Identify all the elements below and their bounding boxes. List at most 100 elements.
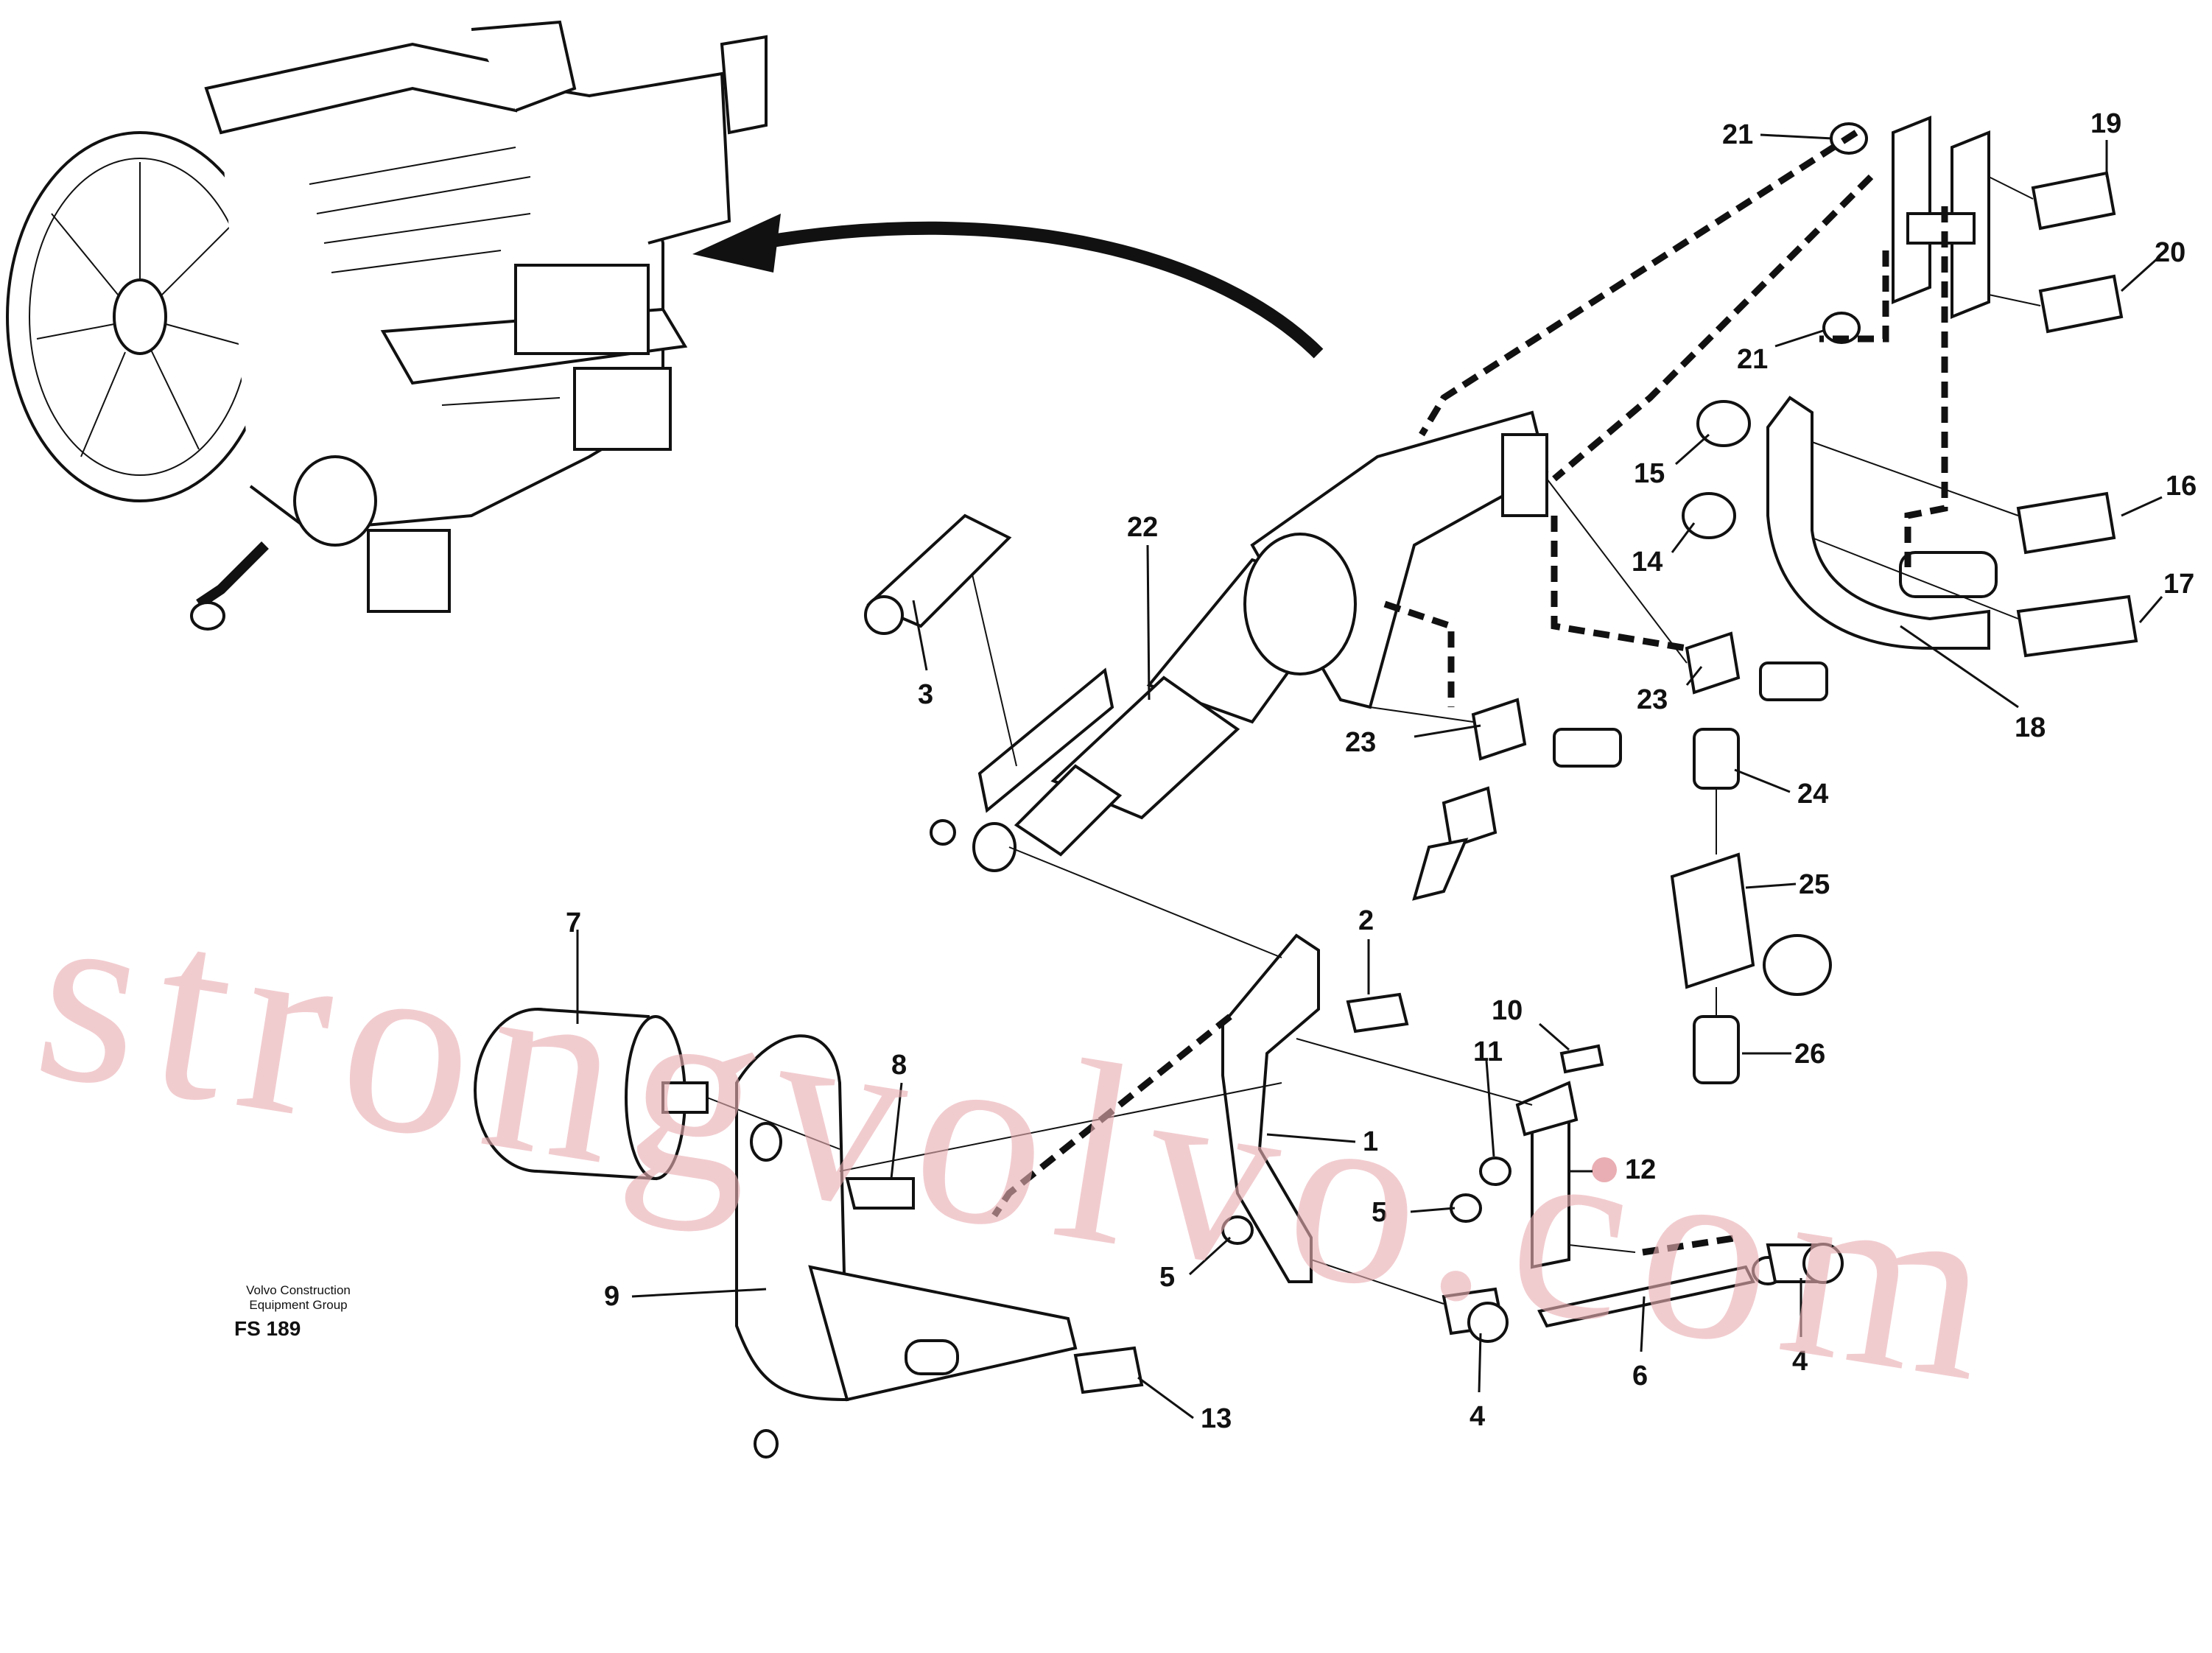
- bracket-spacer: [1906, 212, 1976, 245]
- callout-23-left: 23: [1345, 727, 1376, 758]
- bolt-17: [2016, 594, 2138, 658]
- bolt-16: [2016, 491, 2116, 555]
- callouts: 1 2 3 4 4 5 5 6 7 8 9 10 11: [566, 108, 2197, 1434]
- callout-24: 24: [1797, 779, 1828, 810]
- screw-10: [1559, 1044, 1604, 1074]
- nut-5-lower: [1221, 1215, 1254, 1245]
- nut-21-bottom: [1822, 312, 1861, 344]
- slot: [905, 1339, 959, 1375]
- turbo-pipe: [471, 20, 577, 112]
- callout-20: 20: [2155, 237, 2185, 268]
- bolt-2: [1346, 992, 1409, 1033]
- hose-end: [1442, 786, 1498, 849]
- callout-16: 16: [2166, 471, 2197, 502]
- bracket-plate-left: [1892, 116, 1931, 304]
- linkage-assembly: [1221, 933, 1844, 1343]
- fan-blades: [36, 162, 247, 457]
- callout-13: 13: [1201, 1403, 1232, 1434]
- pointer-arrow: [692, 214, 1324, 359]
- lever-1: [1221, 933, 1320, 1283]
- callout-21-top: 21: [1722, 119, 1753, 150]
- tee-knob: [1763, 934, 1832, 996]
- hose-stub: [1412, 838, 1469, 901]
- callout-7: 7: [566, 908, 581, 938]
- caption-figure-code: FS 189: [234, 1316, 301, 1340]
- callout-26: 26: [1794, 1039, 1825, 1070]
- banjo-bolt-right: [1759, 661, 1828, 701]
- cylinder-bracket-plate: [977, 667, 1114, 813]
- callout-5-lower: 5: [1159, 1262, 1175, 1293]
- l-bracket-18: [1766, 396, 1990, 650]
- bushing: [1899, 551, 1998, 598]
- pin-part-3: [864, 513, 1017, 767]
- callout-11: 11: [1473, 1036, 1503, 1067]
- link-12-clamp: [1515, 1081, 1579, 1137]
- motor-and-plate: [474, 1008, 1144, 1459]
- cylinder-top-lug: [1501, 433, 1548, 517]
- callout-9: 9: [604, 1281, 619, 1312]
- nut-11: [1479, 1157, 1511, 1186]
- fan-hub: [113, 278, 167, 355]
- callout-25: 25: [1799, 869, 1830, 900]
- screw-8: [845, 1177, 915, 1210]
- spacer-15: [1696, 400, 1751, 447]
- piston-rod: [1014, 764, 1123, 857]
- alternator: [293, 455, 377, 547]
- cylinder-head-flange: [1243, 533, 1357, 675]
- assembly-lines: [706, 478, 1688, 1172]
- ball-joint-4-right-ball: [1802, 1243, 1844, 1284]
- adapter-26: [1693, 1015, 1740, 1084]
- callout-6: 6: [1632, 1361, 1648, 1391]
- ball-joint-4-left-ball: [1467, 1302, 1509, 1343]
- callout-3: 3: [918, 679, 933, 710]
- dashed-routing-lines: [991, 130, 1948, 1256]
- motor-shaft: [661, 1081, 709, 1114]
- rod-eye: [972, 822, 1017, 872]
- callout-15: 15: [1634, 458, 1665, 489]
- callout-21-bottom: 21: [1737, 344, 1768, 375]
- banjo-bolt-left: [1553, 728, 1622, 768]
- engine-mount-left: [367, 529, 451, 613]
- plate-hole: [750, 1122, 782, 1162]
- callout-12: 12: [1625, 1154, 1656, 1185]
- plate-foot: [808, 1265, 1078, 1402]
- callout-5-upper: 5: [1372, 1197, 1387, 1228]
- injection-pump: [514, 264, 650, 355]
- callout-2: 2: [1358, 905, 1374, 936]
- l-bracket-assembly: [1682, 396, 2138, 658]
- engine-illustration: [6, 20, 768, 631]
- caption-company-line1: Volvo Construction: [246, 1283, 351, 1297]
- cylinder-assembly: [930, 410, 1549, 872]
- callout-8: 8: [891, 1050, 907, 1081]
- callout-14: 14: [1632, 547, 1662, 578]
- banjo-23-right: [1685, 631, 1741, 695]
- caption-block: Volvo Construction Equipment Group FS 18…: [228, 1283, 368, 1341]
- hydraulic-fittings: [1412, 631, 1832, 1084]
- engine-mount-right: [573, 367, 672, 451]
- callout-18: 18: [2015, 712, 2046, 743]
- upper-bracket-assembly: [1822, 116, 2124, 344]
- exhaust-stack: [720, 35, 768, 135]
- caption-company-line2: Equipment Group: [249, 1298, 348, 1313]
- callout-4-right: 4: [1792, 1346, 1808, 1377]
- engine-detail-lines: [309, 147, 561, 406]
- spacer-14: [1682, 492, 1736, 539]
- rod-nut: [930, 819, 956, 846]
- callout-10: 10: [1492, 995, 1523, 1026]
- callout-4-left: 4: [1470, 1401, 1485, 1432]
- nut-5-upper: [1450, 1193, 1482, 1223]
- turbocharger: [589, 71, 731, 245]
- adapter-24: [1693, 728, 1740, 790]
- plate-hole-bottom: [754, 1429, 779, 1459]
- callout-19: 19: [2090, 108, 2121, 139]
- callout-1: 1: [1363, 1126, 1378, 1157]
- callout-22: 22: [1127, 512, 1158, 543]
- bolt-19: [2031, 171, 2116, 231]
- callout-23-right: 23: [1637, 684, 1668, 715]
- banjo-23-left: [1471, 698, 1527, 761]
- dipstick-cap: [190, 601, 225, 631]
- callout-17: 17: [2163, 569, 2194, 600]
- bolt-13: [1073, 1346, 1144, 1394]
